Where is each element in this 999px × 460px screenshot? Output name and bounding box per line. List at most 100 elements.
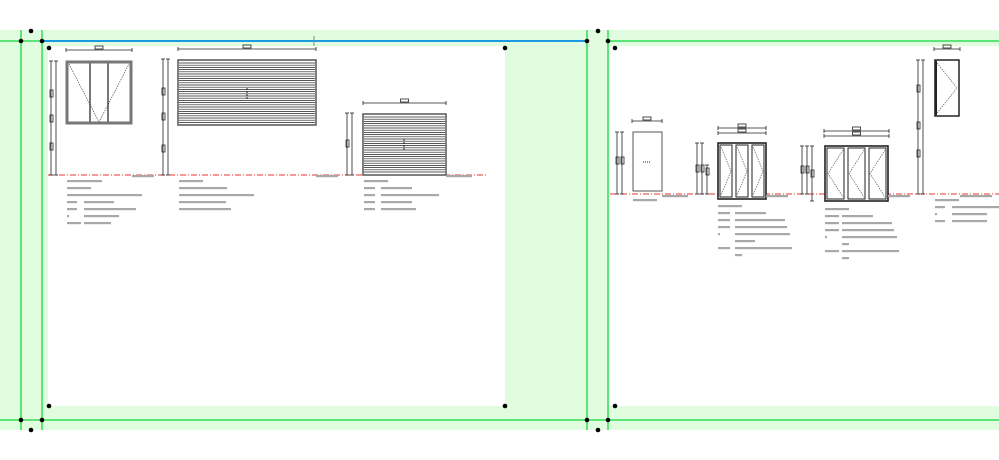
opening-indicator: [68, 63, 130, 123]
text-bar: [364, 187, 375, 190]
door-leaf: [751, 144, 765, 198]
text-bar: [735, 212, 766, 215]
greeked-text-block: [825, 208, 899, 260]
handle-dot[interactable]: [28, 28, 34, 34]
text-bar: [179, 201, 196, 204]
dimension-label: [94, 45, 104, 50]
louvre-panel[interactable]: [362, 113, 447, 176]
door-triple-folding[interactable]: [717, 142, 767, 200]
dimension-label: [916, 149, 921, 158]
dimension-label: [810, 169, 815, 178]
text-bar: [735, 219, 785, 222]
text-bar: [364, 201, 375, 204]
sheet-1-elements: [49, 44, 472, 225]
text-bar: [84, 215, 119, 218]
dimension-vertical: [916, 59, 921, 195]
text-bar: [935, 213, 937, 216]
handle-dot[interactable]: [584, 417, 590, 423]
handle-dot[interactable]: [39, 38, 45, 44]
door-frame: [717, 142, 767, 200]
text-bar: [842, 257, 849, 260]
text-bar: [662, 195, 688, 198]
dimension-label: [700, 164, 705, 173]
window-casement-triple[interactable]: [65, 60, 133, 125]
text-bar: [67, 180, 102, 183]
sheet-2-elements: [615, 44, 999, 260]
handle-dot[interactable]: [595, 427, 601, 433]
dimension-label: [695, 164, 700, 173]
text-bar: [633, 199, 657, 202]
dimension-label: [400, 98, 409, 103]
text-bar: [179, 187, 196, 190]
dimension-label: [161, 87, 166, 96]
dimension-vertical: [700, 142, 705, 195]
text-bar: [825, 222, 839, 225]
dimension-label: [916, 121, 921, 130]
text-bar: [196, 194, 254, 197]
handle-dot[interactable]: [18, 417, 24, 423]
text-bar: [842, 222, 892, 225]
door-leaf: [847, 147, 866, 200]
door-leaf: [826, 147, 845, 200]
dimension-vertical: [695, 142, 700, 195]
handle-dot[interactable]: [612, 403, 618, 409]
handle-dot[interactable]: [612, 45, 618, 51]
door-plain[interactable]: [632, 131, 663, 192]
door-triple-folding-wide[interactable]: [824, 145, 889, 202]
text-bar: [196, 208, 231, 211]
text-bar: [735, 240, 755, 243]
text-bar: [84, 208, 136, 211]
dimension-vertical: [620, 131, 625, 195]
dimension-label: [615, 156, 620, 165]
dimension-label: [345, 139, 350, 148]
opening-indicator: [720, 146, 732, 196]
text-bar: [67, 208, 77, 211]
greeked-text-block: [364, 180, 439, 211]
handle-dot[interactable]: [46, 403, 52, 409]
text-bar: [952, 220, 987, 223]
opening-indicator: [827, 149, 844, 198]
text-bar: [842, 243, 849, 246]
dimension-label: [642, 116, 652, 121]
text-bar: [935, 199, 959, 202]
handle-dot[interactable]: [584, 38, 590, 44]
window-frame: [65, 60, 133, 125]
dimension-horizontal: [177, 44, 317, 51]
louvre-frame: [362, 113, 447, 176]
dimension-label: [49, 114, 54, 123]
dimension-label: [916, 84, 921, 93]
sheet-2[interactable]: [610, 46, 999, 406]
text-bar: [381, 208, 416, 211]
text-bar: [718, 212, 730, 215]
text-bar: [718, 226, 730, 229]
handle-dot[interactable]: [502, 403, 508, 409]
text-bar: [825, 236, 827, 239]
text-bar: [179, 180, 203, 183]
handle-dot[interactable]: [605, 38, 611, 44]
handle-dot[interactable]: [595, 28, 601, 34]
handle-dot[interactable]: [39, 417, 45, 423]
door-single-tall[interactable]: [934, 59, 960, 117]
dimension-label: [49, 142, 54, 151]
text-bar: [735, 226, 787, 229]
text-bar: [446, 175, 472, 178]
dimension-label: [242, 44, 252, 49]
handle-dot[interactable]: [28, 427, 34, 433]
handle-dot[interactable]: [46, 45, 52, 51]
dimension-vertical: [345, 112, 350, 176]
handle-dot[interactable]: [605, 417, 611, 423]
dimension-label: [705, 167, 710, 176]
text-bar: [381, 201, 412, 204]
text-bar: [179, 208, 196, 211]
handle-dot[interactable]: [502, 45, 508, 51]
text-bar: [67, 194, 142, 197]
handle-dot[interactable]: [18, 38, 24, 44]
text-bar: [766, 195, 788, 198]
guide-lines[interactable]: [0, 30, 999, 430]
text-bar: [825, 208, 849, 211]
dimension-label: [737, 128, 747, 133]
text-bar: [364, 180, 388, 183]
dimension-horizontal: [823, 126, 890, 133]
dimension-horizontal: [65, 45, 133, 52]
